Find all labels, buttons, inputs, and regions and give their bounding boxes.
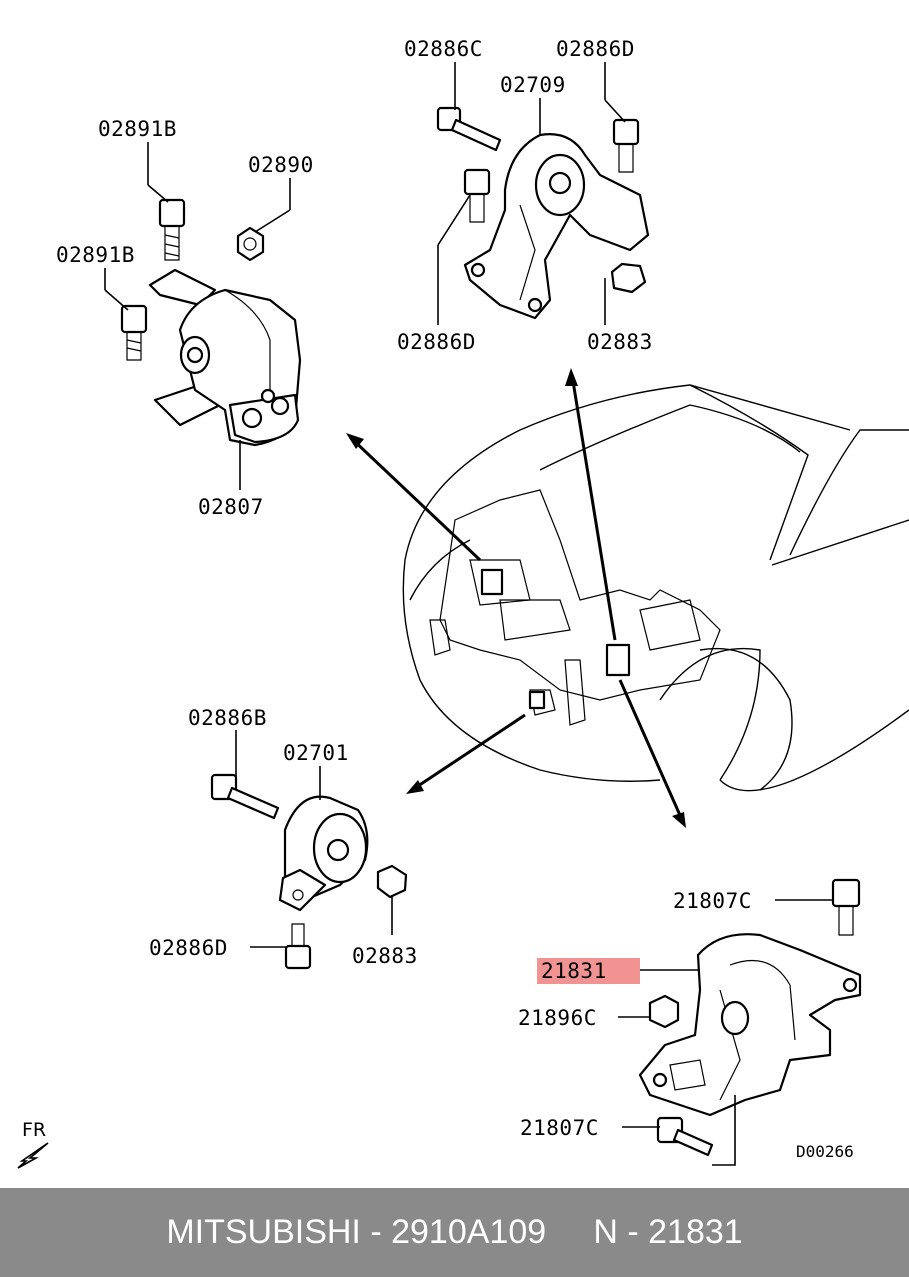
label-02883-low[interactable]: 02883 bbox=[352, 944, 418, 968]
label-02701[interactable]: 02701 bbox=[283, 741, 349, 765]
mount-assembly-02701 bbox=[210, 773, 408, 970]
label-02807[interactable]: 02807 bbox=[198, 495, 264, 519]
label-02891B-a[interactable]: 02891B bbox=[98, 117, 177, 141]
front-label: FR bbox=[22, 1119, 46, 1141]
engine-block bbox=[429, 489, 721, 726]
label-21807C-top[interactable]: 21807C bbox=[673, 889, 752, 913]
front-arrow-icon bbox=[17, 1142, 49, 1169]
label-02886B[interactable]: 02886B bbox=[188, 706, 267, 730]
highlight-21831 bbox=[537, 958, 640, 984]
footer-bar: MITSUBISHI - 2910A109 N - 21831 bbox=[0, 1188, 909, 1277]
label-02886D-top[interactable]: 02886D bbox=[556, 37, 635, 61]
part-labels: 02886C 02886D 02709 02891B 02890 02891B … bbox=[56, 37, 854, 1161]
mount-assembly-21831 bbox=[638, 878, 862, 1157]
part-number-caption: MITSUBISHI - 2910A109 N - 21831 bbox=[166, 1213, 743, 1251]
label-21831[interactable]: 21831 bbox=[541, 959, 607, 983]
label-02886D-low[interactable]: 02886D bbox=[149, 936, 228, 960]
mount-assembly-02709 bbox=[436, 106, 650, 320]
label-02709[interactable]: 02709 bbox=[500, 73, 566, 97]
leader-lines bbox=[104, 62, 833, 1166]
mount-assembly-02807 bbox=[120, 198, 302, 447]
label-02890[interactable]: 02890 bbox=[248, 153, 314, 177]
label-21807C-low[interactable]: 21807C bbox=[520, 1116, 599, 1140]
label-02883-top[interactable]: 02883 bbox=[587, 330, 653, 354]
label-02891B-b[interactable]: 02891B bbox=[56, 243, 135, 267]
label-02886C[interactable]: 02886C bbox=[404, 37, 483, 61]
label-02886D-mid[interactable]: 02886D bbox=[397, 330, 476, 354]
direction-arrows bbox=[346, 368, 686, 828]
car-body-outline bbox=[402, 384, 909, 792]
parts-diagram: 02886C 02886D 02709 02891B 02890 02891B … bbox=[17, 37, 909, 1169]
label-21896C[interactable]: 21896C bbox=[518, 1006, 597, 1030]
diagram-code: D00266 bbox=[796, 1142, 854, 1161]
front-marker: FR bbox=[17, 1119, 49, 1169]
